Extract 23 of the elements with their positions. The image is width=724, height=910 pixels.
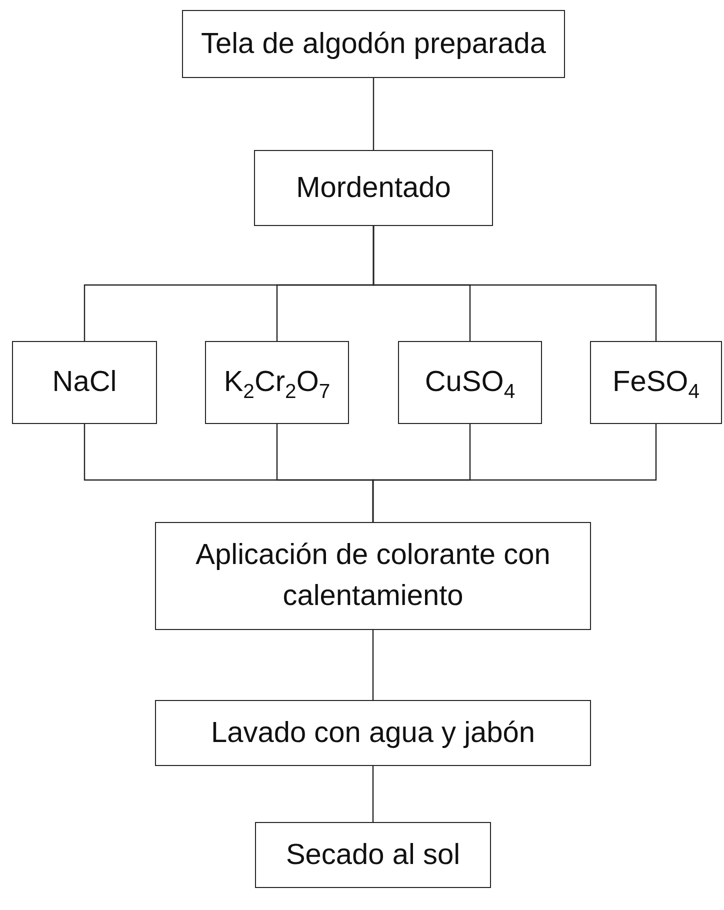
step-text: Mordentado xyxy=(296,170,451,206)
process-box xyxy=(254,150,493,226)
step-text: Lavado con agua y jabón xyxy=(210,716,536,751)
process-box xyxy=(12,341,157,424)
process-box xyxy=(255,822,491,888)
process-box xyxy=(590,341,722,424)
step-text: Secado al sol xyxy=(286,838,460,873)
step-text: NaCl xyxy=(52,365,117,400)
process-box xyxy=(182,10,565,78)
step-text: Tela de algodón preparada xyxy=(200,26,546,62)
connector-line xyxy=(372,766,374,822)
connector-line xyxy=(372,424,657,522)
process-box xyxy=(155,700,591,766)
step-text: Aplicación de colorante con calentamiento xyxy=(194,538,552,614)
process-box xyxy=(205,341,349,424)
connector-line xyxy=(372,630,374,700)
step-text: CuSO$_{4}$ xyxy=(424,365,516,403)
step-text: K$_{2}$Cr$_{2}$O$_{7}$ xyxy=(224,365,330,403)
process-box xyxy=(398,341,542,424)
process-box xyxy=(155,522,591,630)
connector-line xyxy=(372,226,657,341)
connector-line xyxy=(372,78,374,150)
step-text: FeSO$_{4}$ xyxy=(612,365,700,403)
